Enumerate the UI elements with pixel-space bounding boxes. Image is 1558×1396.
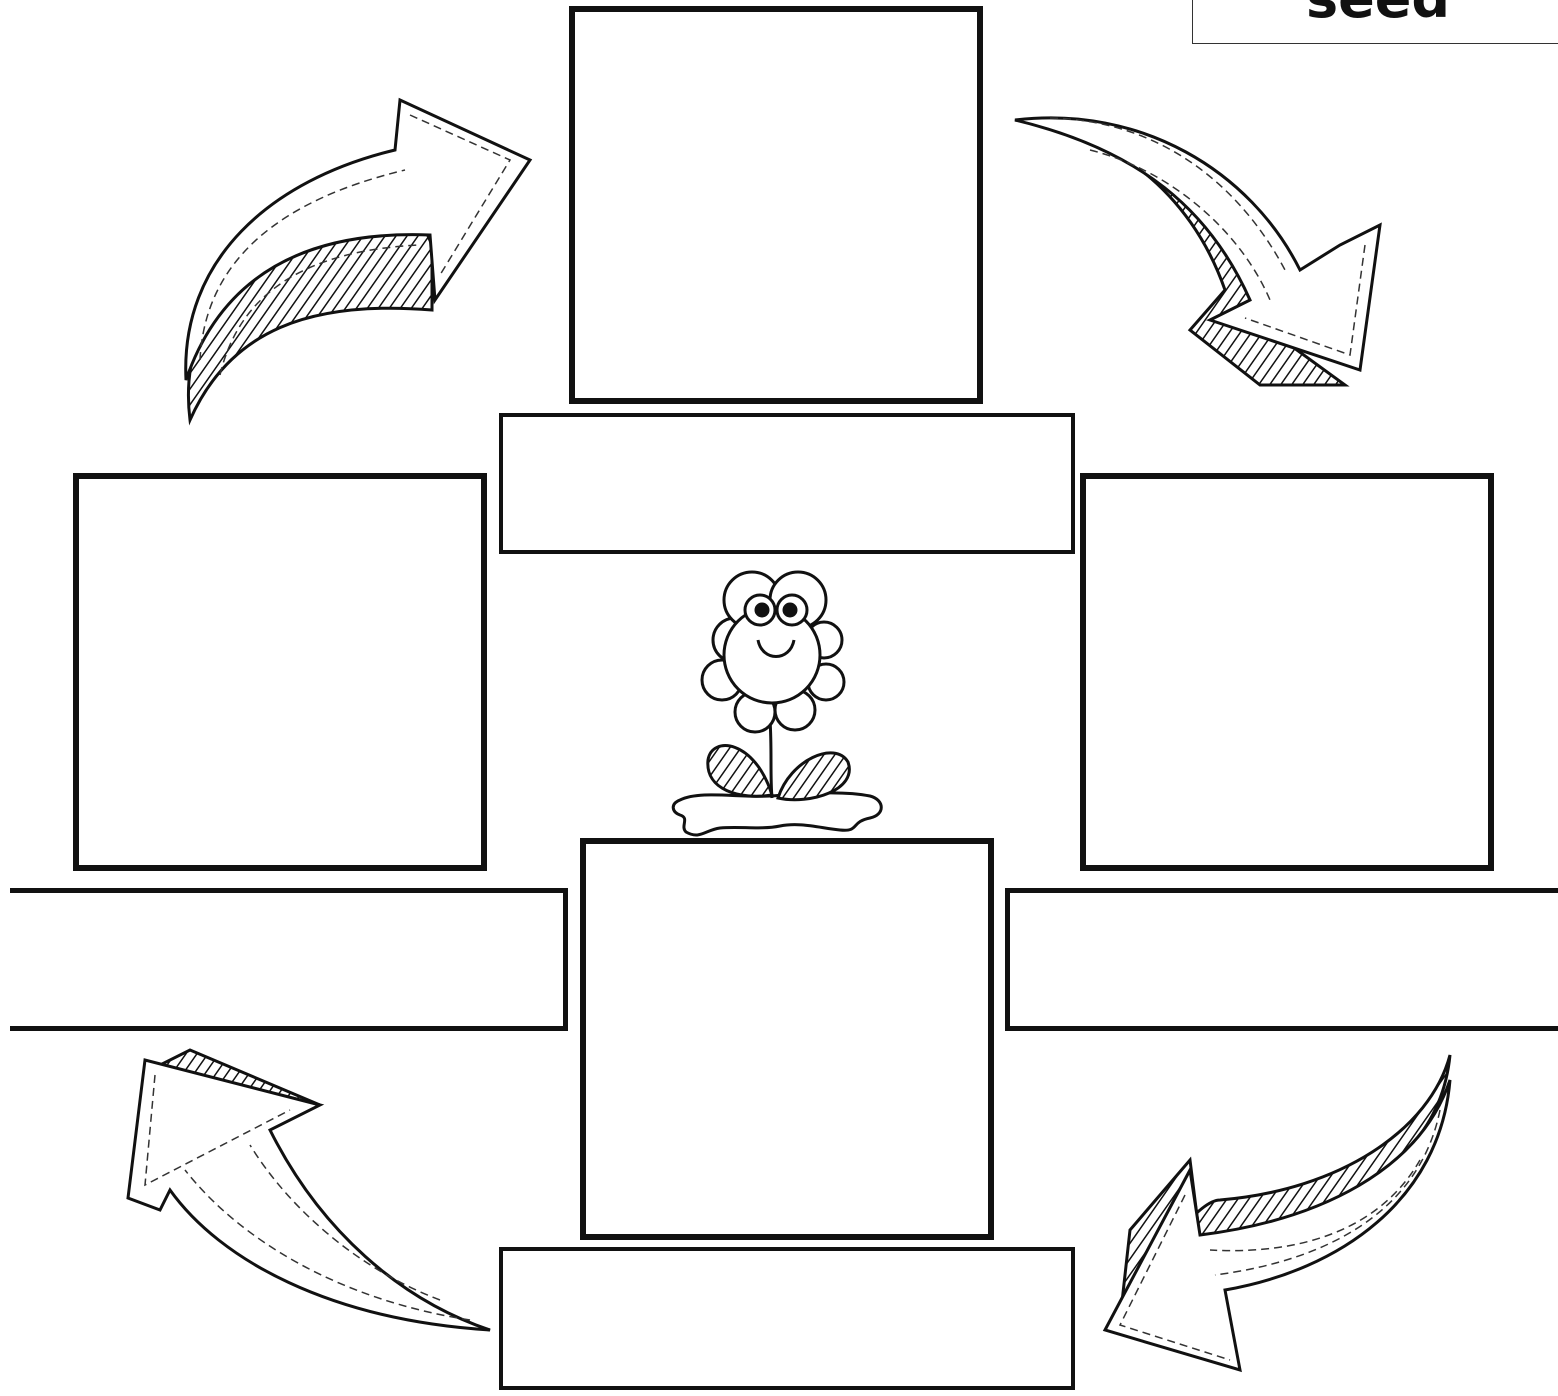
arrow-up-right-icon — [184, 97, 533, 426]
arrow-up-left-icon — [126, 1048, 491, 1332]
stage-left-picture-box[interactable] — [73, 473, 487, 871]
seed-label-text: seed — [1306, 0, 1450, 30]
stage-right-label-box[interactable] — [1005, 888, 1558, 1031]
stage-bottom-picture-box[interactable] — [580, 838, 994, 1240]
stage-top-label-box[interactable] — [499, 413, 1075, 554]
smiling-flower-icon — [671, 570, 883, 837]
arrow-down-left-icon — [1102, 1054, 1452, 1373]
arrow-down-right-icon — [1014, 116, 1382, 387]
stage-bottom-label-box[interactable] — [499, 1247, 1075, 1390]
seed-label-tag: seed — [1192, 0, 1558, 44]
stage-right-picture-box[interactable] — [1080, 473, 1494, 871]
stage-top-picture-box[interactable] — [569, 6, 983, 404]
stage-left-label-box[interactable] — [10, 888, 568, 1031]
